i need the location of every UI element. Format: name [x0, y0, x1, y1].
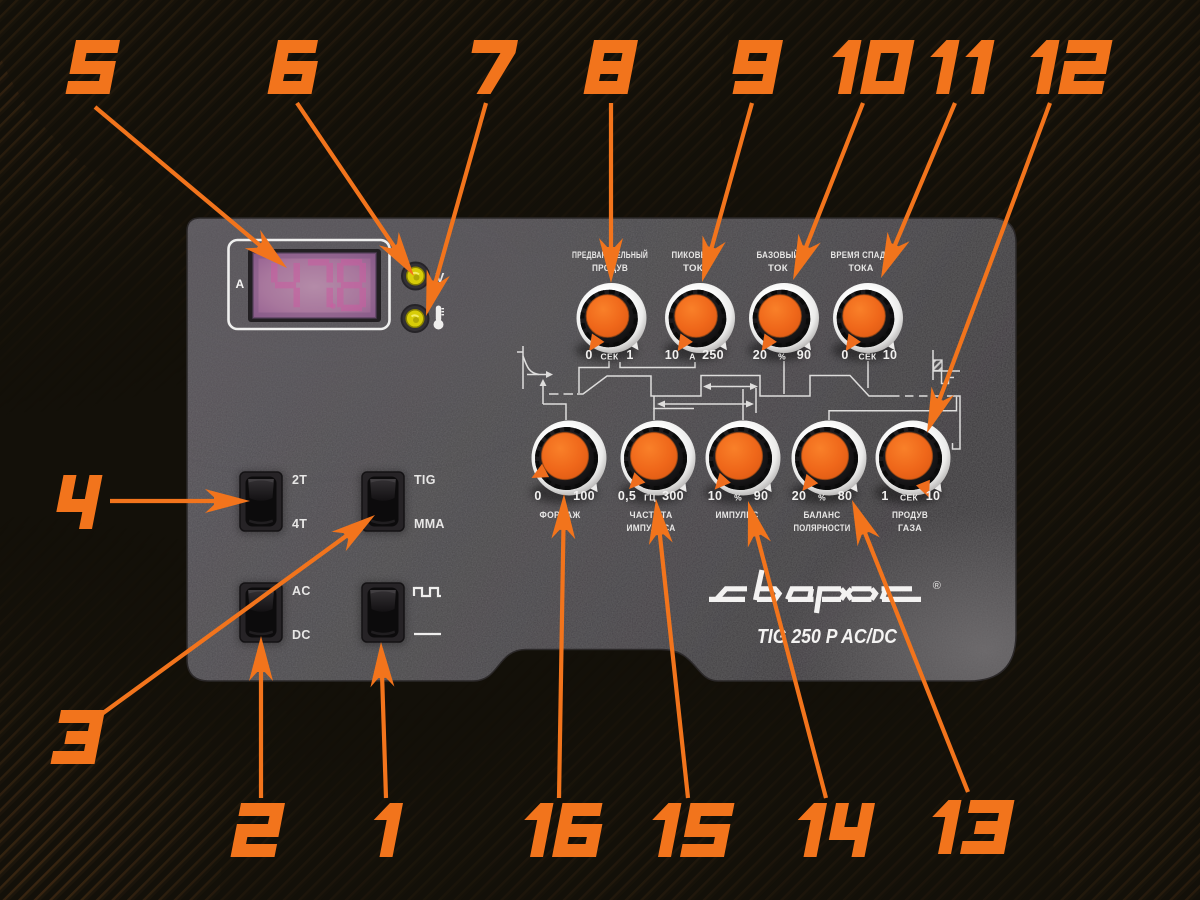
svg-text:20: 20 — [753, 348, 768, 362]
svg-text:®: ® — [933, 580, 941, 592]
svg-text:MMA: MMA — [414, 517, 445, 531]
svg-text:TIG 250 P AC/DC: TIG 250 P AC/DC — [757, 625, 898, 648]
svg-text:БАЛАНС: БАЛАНС — [804, 510, 841, 520]
svg-text:%: % — [734, 493, 742, 503]
svg-text:СЕК: СЕК — [601, 352, 619, 362]
svg-text:ИМПУЛЬСА: ИМПУЛЬСА — [627, 523, 676, 533]
svg-text:300: 300 — [662, 489, 684, 503]
svg-text:БАЗОВЫЙ: БАЗОВЫЙ — [757, 249, 800, 260]
svg-text:СЕК: СЕК — [900, 493, 918, 503]
svg-text:10: 10 — [665, 348, 680, 362]
svg-text:10: 10 — [708, 489, 723, 503]
svg-text:0,5: 0,5 — [618, 489, 636, 503]
svg-text:ТОК: ТОК — [768, 263, 788, 273]
svg-text:10: 10 — [926, 489, 941, 503]
svg-text:AC: AC — [292, 584, 311, 598]
svg-text:V: V — [436, 270, 445, 285]
svg-text:0: 0 — [585, 348, 592, 362]
svg-text:ПРОДУВ: ПРОДУВ — [892, 510, 928, 520]
svg-text:%: % — [778, 352, 786, 362]
svg-text:ТОКА: ТОКА — [849, 263, 874, 273]
svg-text:СЕК: СЕК — [859, 352, 877, 362]
svg-text:0: 0 — [841, 348, 848, 362]
svg-text:20: 20 — [792, 489, 807, 503]
svg-text:90: 90 — [754, 489, 769, 503]
svg-text:ПОЛЯРНОСТИ: ПОЛЯРНОСТИ — [794, 523, 851, 533]
svg-text:%: % — [818, 493, 826, 503]
svg-text:ТОК: ТОК — [683, 263, 703, 273]
svg-text:ПИКОВЫЙ: ПИКОВЫЙ — [672, 249, 715, 260]
svg-text:А: А — [689, 352, 695, 362]
svg-text:ГЦ: ГЦ — [644, 493, 656, 503]
svg-text:4T: 4T — [292, 517, 307, 531]
svg-text:100: 100 — [573, 489, 595, 503]
svg-text:ЧАСТОТА: ЧАСТОТА — [630, 510, 673, 520]
svg-text:TIG: TIG — [414, 473, 436, 487]
svg-text:10: 10 — [883, 348, 898, 362]
svg-text:ВРЕМЯ СПАДА: ВРЕМЯ СПАДА — [831, 250, 892, 260]
svg-text:250: 250 — [702, 348, 724, 362]
svg-text:DC: DC — [292, 628, 311, 642]
svg-text:ГАЗА: ГАЗА — [898, 523, 922, 533]
svg-text:ИМПУЛЬС: ИМПУЛЬС — [716, 510, 759, 520]
svg-text:A: A — [236, 277, 245, 291]
svg-text:0: 0 — [534, 489, 541, 503]
svg-text:1: 1 — [626, 348, 633, 362]
svg-text:2T: 2T — [292, 473, 307, 487]
svg-text:90: 90 — [797, 348, 812, 362]
svg-text:80: 80 — [838, 489, 853, 503]
svg-text:1: 1 — [881, 489, 888, 503]
